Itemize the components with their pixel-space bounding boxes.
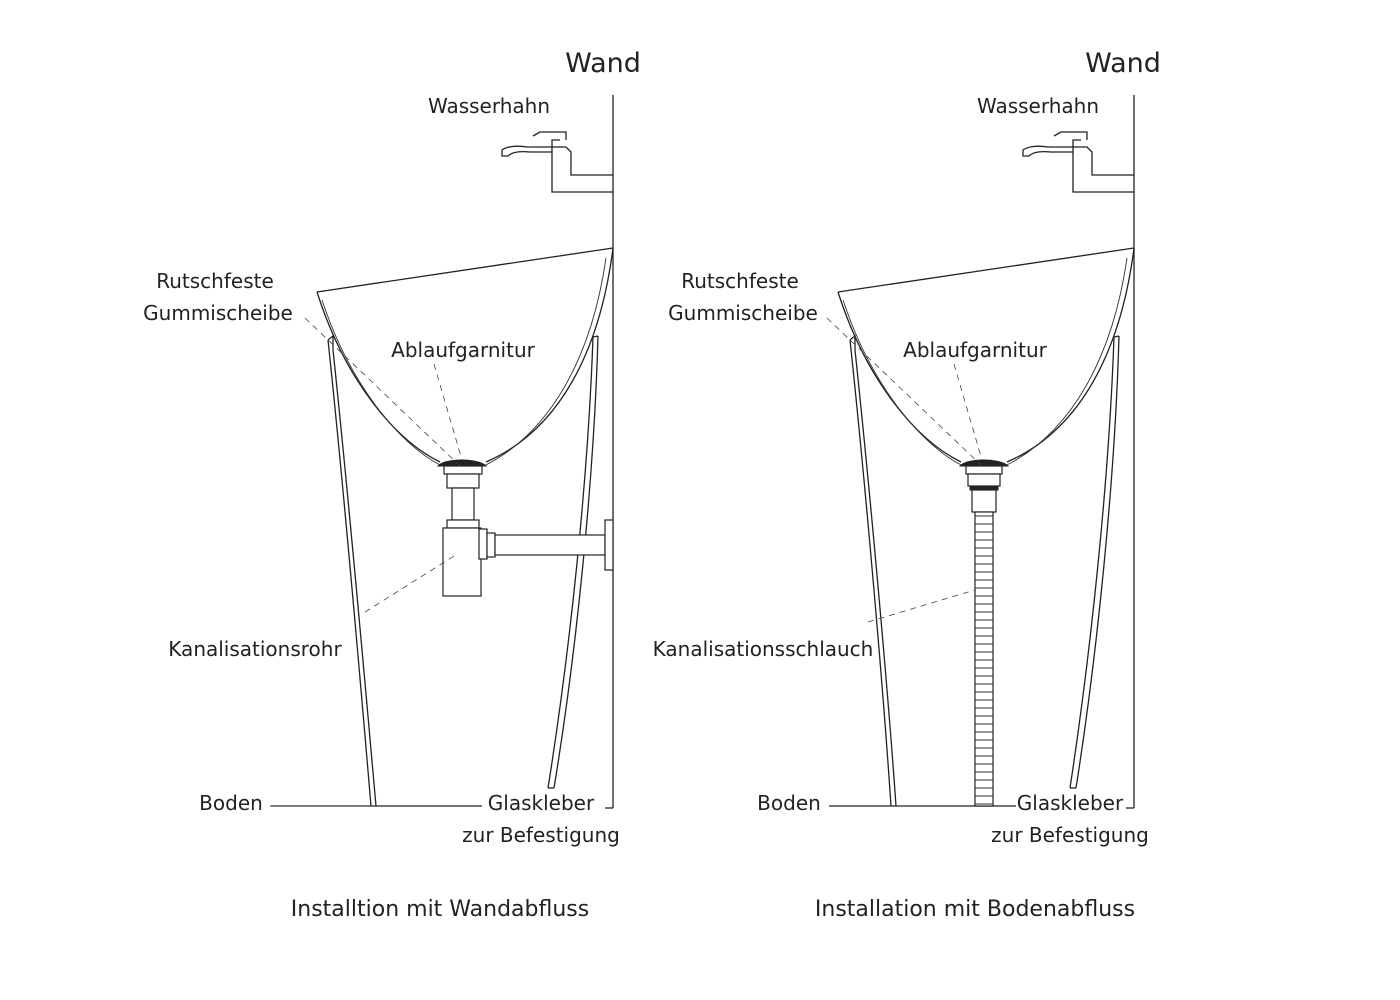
- wall-label: Wand: [1085, 48, 1161, 79]
- siphon-icon: [442, 519, 614, 597]
- pedestal-right: [1069, 336, 1115, 789]
- caption-floor-drain: Installation mit Bodenabfluss: [815, 897, 1135, 922]
- glue-label-line2: zur Befestigung: [991, 823, 1149, 847]
- drain-fitting-label: Ablaufgarnitur: [903, 338, 1047, 362]
- caption-wall-drain: Installtion mit Wandabfluss: [291, 897, 589, 922]
- drain-fitting-label: Ablaufgarnitur: [391, 338, 535, 362]
- drain-hose-icon: [974, 511, 994, 807]
- floor-drain-installation: Wand Wasserhahn Rutschfeste Gummischeibe…: [653, 48, 1161, 922]
- drain-fitting-icon: [436, 459, 488, 521]
- rubber-pad-label-line1: Rutschfeste: [156, 269, 274, 293]
- rubber-pad-label-line2: Gummischeibe: [143, 301, 293, 325]
- pedestal-right: [547, 336, 594, 789]
- faucet-label: Wasserhahn: [428, 94, 550, 118]
- glue-label-line2: zur Befestigung: [462, 823, 620, 847]
- pedestal-left: [849, 339, 892, 807]
- basin-rim: [837, 247, 1135, 293]
- drain-fitting-icon: [958, 459, 1010, 513]
- basin-rim: [316, 247, 614, 293]
- glue-label-line1: Glaskleber: [488, 791, 595, 815]
- basin-bowl: [316, 291, 441, 463]
- drain-hose-label: Kanalisationsschlauch: [653, 637, 874, 661]
- wall-drain-installation: Wand Wasserhahn Rutschfeste Gummischeibe…: [143, 48, 641, 922]
- faucet-icon: [501, 131, 613, 193]
- faucet-icon: [1022, 131, 1134, 193]
- wall-label: Wand: [565, 48, 641, 79]
- rubber-pad-label-line2: Gummischeibe: [668, 301, 818, 325]
- glue-label-line1: Glaskleber: [1017, 791, 1124, 815]
- pedestal-left: [327, 339, 372, 807]
- basin-bowl: [837, 291, 962, 463]
- faucet-label: Wasserhahn: [977, 94, 1099, 118]
- floor-label: Boden: [199, 791, 263, 815]
- rubber-pad-label-line1: Rutschfeste: [681, 269, 799, 293]
- floor-label: Boden: [757, 791, 821, 815]
- drain-pipe-label: Kanalisationsrohr: [168, 637, 342, 661]
